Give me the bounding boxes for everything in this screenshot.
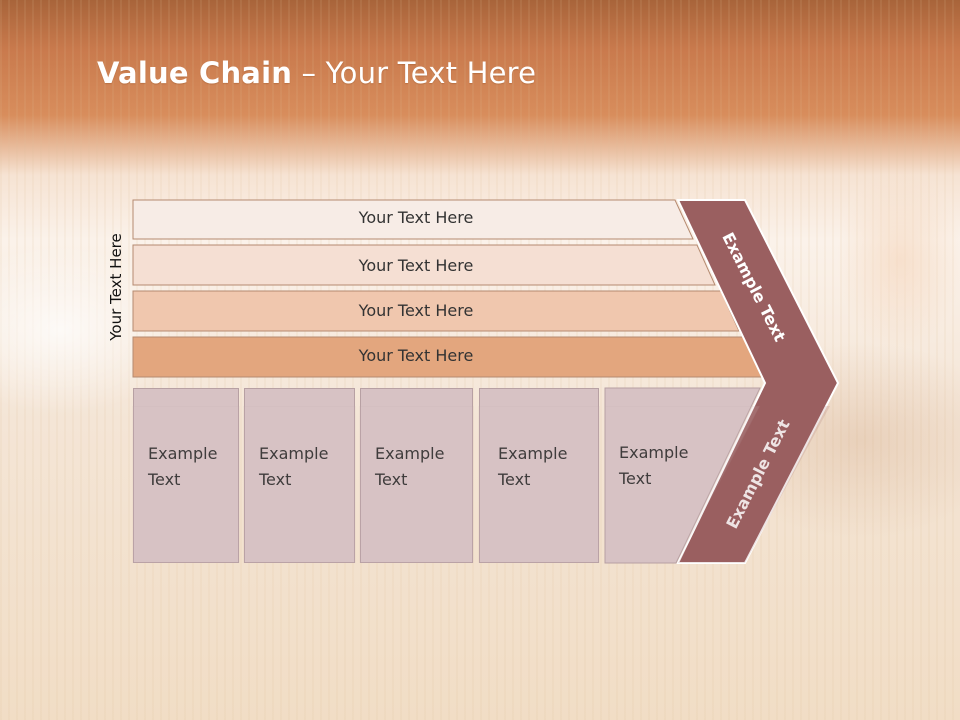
layer-bar-1[interactable] xyxy=(132,199,694,240)
box-arrow-tip xyxy=(604,387,761,564)
layer-label-2: Your Text Here xyxy=(358,256,474,275)
slide-title[interactable]: Value Chain – Your Text Here xyxy=(97,56,536,90)
box-1-line1: Example xyxy=(148,444,218,463)
layer-bar-3[interactable] xyxy=(132,290,740,332)
box-2-line2: Text xyxy=(259,470,292,489)
box-3-line2: Text xyxy=(375,470,408,489)
box-2-line1: Example xyxy=(259,444,329,463)
layer-label-4: Your Text Here xyxy=(358,346,474,365)
box-5-line2: Text xyxy=(619,469,652,488)
box-4-line2: Text xyxy=(498,470,531,489)
title-rest: – Your Text Here xyxy=(292,56,537,90)
layer-label-3: Your Text Here xyxy=(358,301,474,320)
box-1-line2: Text xyxy=(148,470,181,489)
title-bold: Value Chain xyxy=(97,56,293,90)
layer-bar-2[interactable] xyxy=(132,244,716,286)
layer-label-1: Your Text Here xyxy=(358,208,474,227)
box-3-line1: Example xyxy=(375,444,445,463)
chevron-arrow[interactable] xyxy=(676,199,840,564)
box-4-line1: Example xyxy=(498,444,568,463)
box-5-line1: Example xyxy=(619,443,689,462)
